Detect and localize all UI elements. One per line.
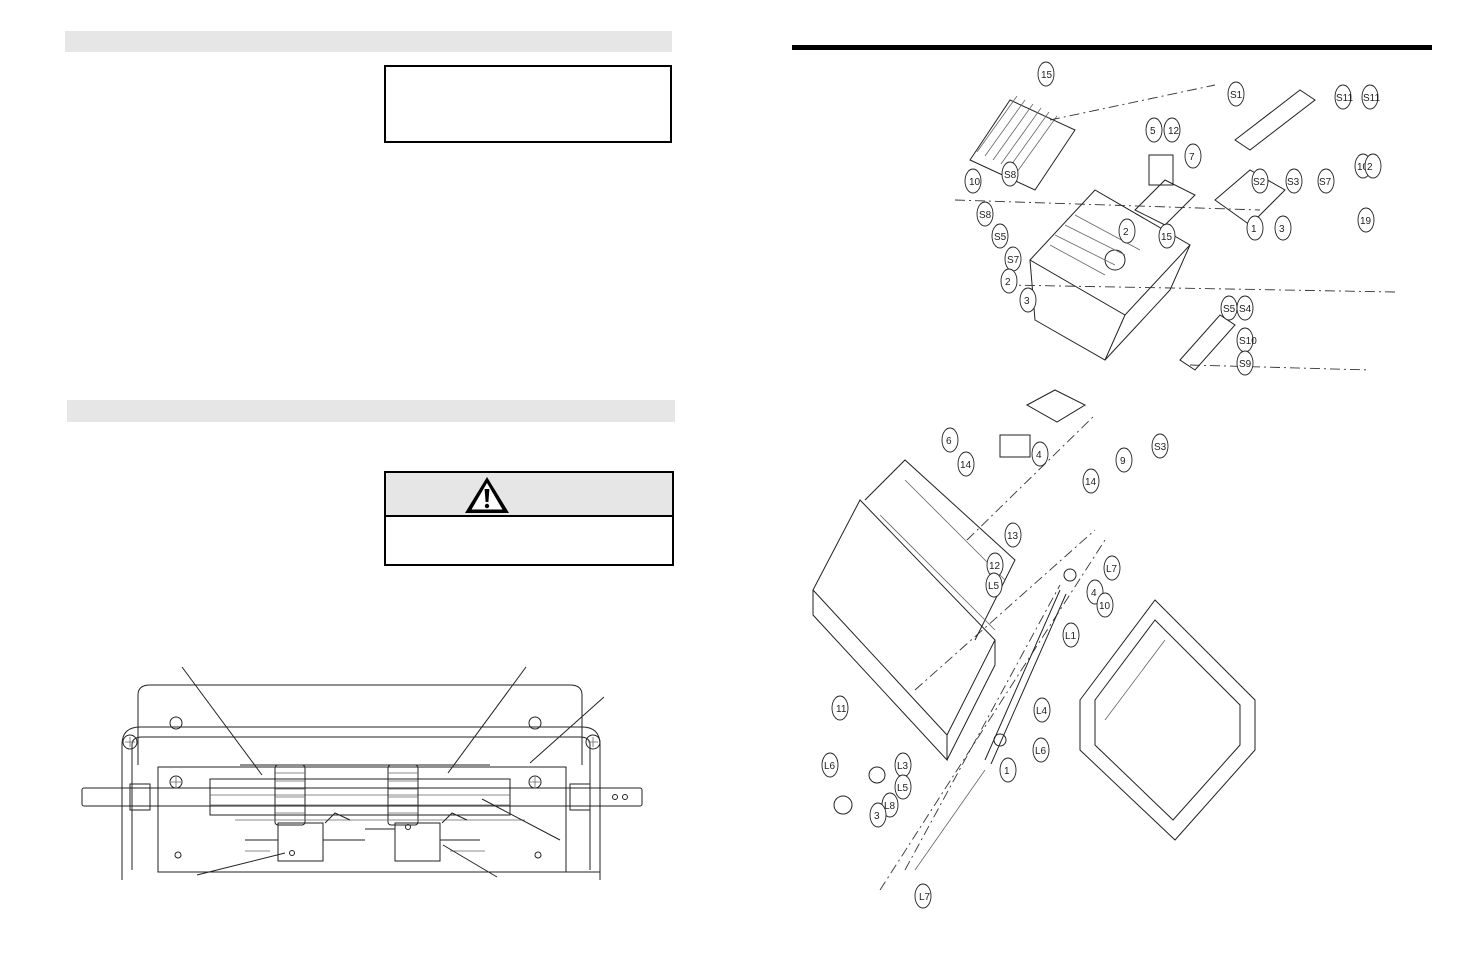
svg-text:S9: S9 [1239,359,1252,370]
heatsink [970,96,1075,190]
svg-text:S4: S4 [1239,304,1252,315]
svg-text:L6: L6 [1035,746,1047,757]
svg-text:19: 19 [1360,216,1372,227]
svg-text:11: 11 [836,704,847,715]
svg-text:L5: L5 [988,581,1000,592]
svg-text:3: 3 [1024,296,1030,307]
section-header-bar-2 [67,400,675,422]
limit-switch-diagram [70,655,650,885]
svg-text:S8: S8 [1004,170,1017,181]
svg-text:14: 14 [960,460,972,471]
warning-header [386,473,672,517]
chassis-panel [1030,190,1190,360]
note-box [384,65,672,143]
svg-text:3: 3 [874,811,880,822]
svg-text:10: 10 [969,177,981,188]
diagram-frame [122,685,600,880]
svg-text:1: 1 [1004,766,1010,777]
svg-text:L7: L7 [1106,564,1118,575]
svg-text:S11: S11 [1336,93,1353,104]
svg-text:5: 5 [1150,126,1156,137]
cover-plate [1080,600,1255,840]
svg-text:2: 2 [1367,162,1373,173]
enclosure-box [813,460,1015,760]
part-callouts: 15 S1 S11 S11 5 12 7 2 15 S2 S3 S7 10 2 … [822,62,1381,908]
module-brackets [1000,90,1315,457]
svg-text:12: 12 [1168,126,1180,137]
warning-box [384,471,674,566]
svg-text:L1: L1 [1065,631,1077,642]
svg-text:L4: L4 [1036,706,1048,717]
svg-text:10: 10 [1099,601,1111,612]
svg-text:12: 12 [989,561,1001,572]
svg-text:S11: S11 [1363,93,1380,104]
svg-text:13: 13 [1007,531,1019,542]
svg-text:S10: S10 [1239,336,1257,347]
svg-text:S5: S5 [994,232,1007,243]
warning-triangle-icon [465,477,509,513]
svg-text:4: 4 [1091,588,1097,599]
svg-text:S5: S5 [1223,304,1236,315]
svg-text:14: 14 [1085,477,1097,488]
svg-text:S3: S3 [1154,442,1167,453]
svg-text:L6: L6 [824,761,836,772]
svg-text:S3: S3 [1287,177,1300,188]
svg-text:7: 7 [1189,152,1195,163]
svg-text:15: 15 [1161,232,1173,243]
leader-lines [160,667,604,877]
svg-text:15: 15 [1041,70,1053,81]
cam-gears [240,765,490,825]
assembly-centerlines [880,85,1395,890]
svg-text:S2: S2 [1253,177,1266,188]
svg-text:9: 9 [1120,456,1126,467]
svg-text:L8: L8 [884,801,896,812]
exploded-parts-diagram: 15 S1 S11 S11 5 12 7 2 15 S2 S3 S7 10 2 … [795,60,1435,910]
limit-switches [235,813,525,861]
svg-text:L7: L7 [919,892,931,903]
svg-text:2: 2 [1123,227,1129,238]
svg-text:6: 6 [946,436,952,447]
svg-text:L3: L3 [897,761,909,772]
drive-screw [834,569,1076,870]
section-header-bar-1 [65,31,672,52]
svg-text:4: 4 [1036,450,1042,461]
svg-text:3: 3 [1279,224,1285,235]
svg-text:2: 2 [1005,277,1011,288]
svg-text:10: 10 [1357,162,1369,173]
svg-text:L5: L5 [897,783,909,794]
svg-text:S1: S1 [1230,90,1243,101]
drive-shaft [82,779,642,815]
svg-text:S7: S7 [1007,255,1020,266]
svg-text:S7: S7 [1319,177,1332,188]
page-header-rule [792,45,1432,50]
svg-text:1: 1 [1251,224,1257,235]
svg-text:S8: S8 [979,210,992,221]
